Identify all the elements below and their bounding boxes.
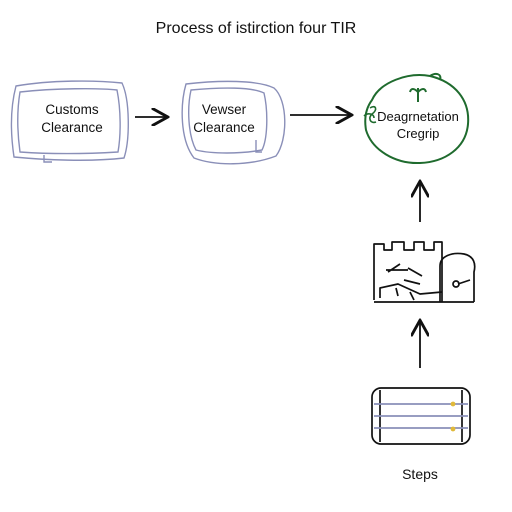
- customs-clearance-label: Customs Clearance: [22, 101, 122, 136]
- degnet-node: [364, 72, 470, 165]
- customs-label-line1: Customs: [45, 102, 99, 117]
- server-icon: [371, 387, 471, 445]
- diagram-title: Process of istirction four TIR: [155, 20, 357, 37]
- vewser-label-line1: Vewser: [201, 102, 247, 117]
- steps-label: Steps: [402, 466, 438, 482]
- degnet-label-line1: Deagrnetation: [377, 109, 459, 124]
- factory-icon: [373, 241, 476, 303]
- vewser-clearance-label: Vewser Clearance: [176, 101, 272, 136]
- sprout-icon: [409, 88, 427, 102]
- vewser-clearance-box: [181, 80, 286, 165]
- vewser-label-line2: Clearance: [193, 119, 255, 135]
- customs-clearance-box: [10, 80, 129, 163]
- degnet-label: Deagrnetation Cregrip: [362, 109, 474, 143]
- degnet-label-line2: Cregrip: [396, 125, 440, 141]
- leaf-icon: [363, 105, 377, 124]
- customs-label-line2: Clearance: [41, 119, 103, 135]
